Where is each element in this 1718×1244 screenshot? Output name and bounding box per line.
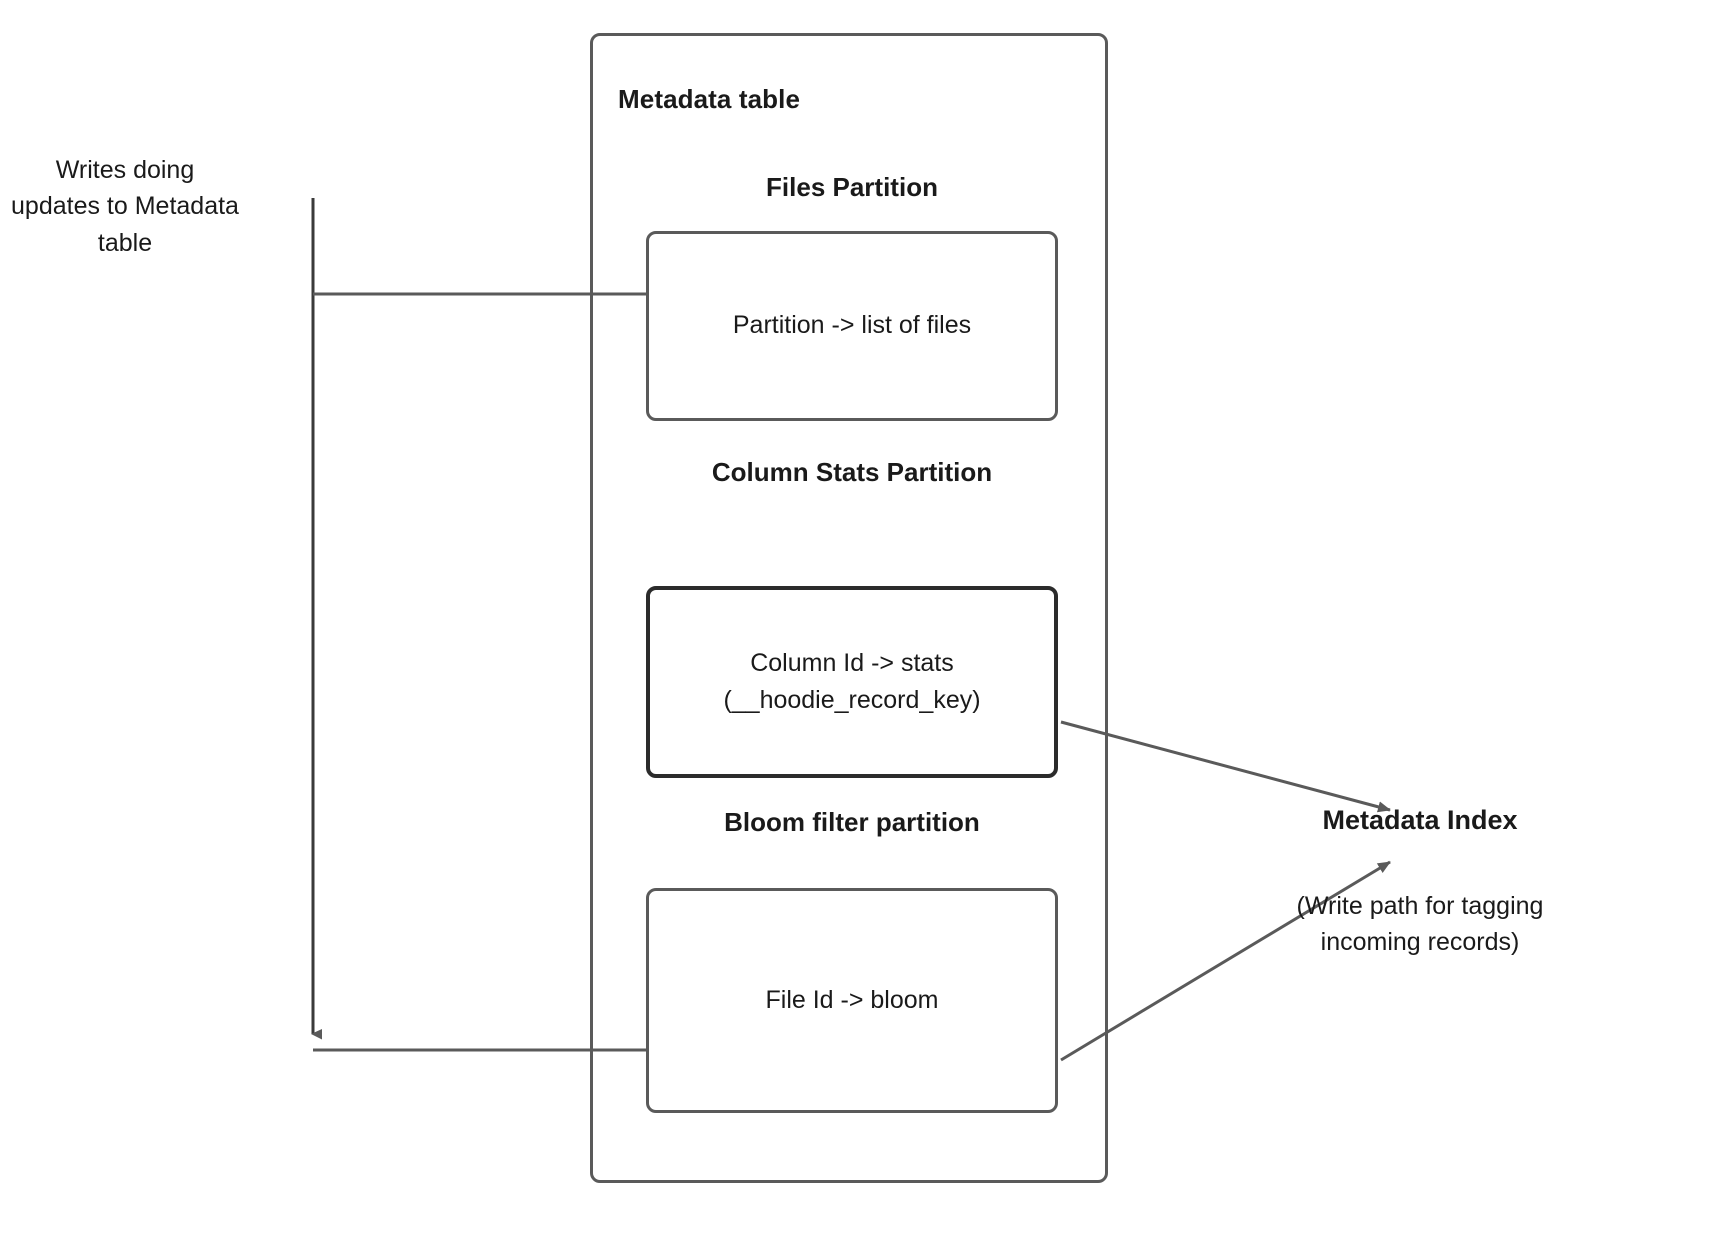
writes-updates-label: Writes doing updates to Metadata table [11, 156, 239, 257]
column-stats-partition-heading: Column Stats Partition [711, 457, 993, 487]
metadata-index-title: Metadata Index [1322, 805, 1518, 835]
bloom-filter-partition-box: File Id -> bloom [646, 888, 1058, 1113]
metadata-table-title: Metadata table [618, 84, 801, 114]
files-partition-box: Partition -> list of files [646, 231, 1058, 421]
column-stats-partition-box-label: Column Id -> stats (__hoodie_record_key) [723, 648, 981, 715]
bloom-filter-partition-box-label: File Id -> bloom [765, 985, 939, 1014]
files-partition-box-label: Partition -> list of files [732, 311, 972, 340]
column-stats-partition-box: Column Id -> stats (__hoodie_record_key) [646, 586, 1058, 778]
metadata-index-note: (Write path for tagging incoming records… [1296, 892, 1544, 957]
files-partition-heading: Files Partition [766, 172, 938, 202]
connector-colstats-to-metadata-index [1060, 720, 1391, 813]
bloom-filter-partition-heading: Bloom filter partition [724, 807, 980, 837]
metadata-table-container: Metadata table Files Partition Partition… [590, 33, 1108, 1183]
